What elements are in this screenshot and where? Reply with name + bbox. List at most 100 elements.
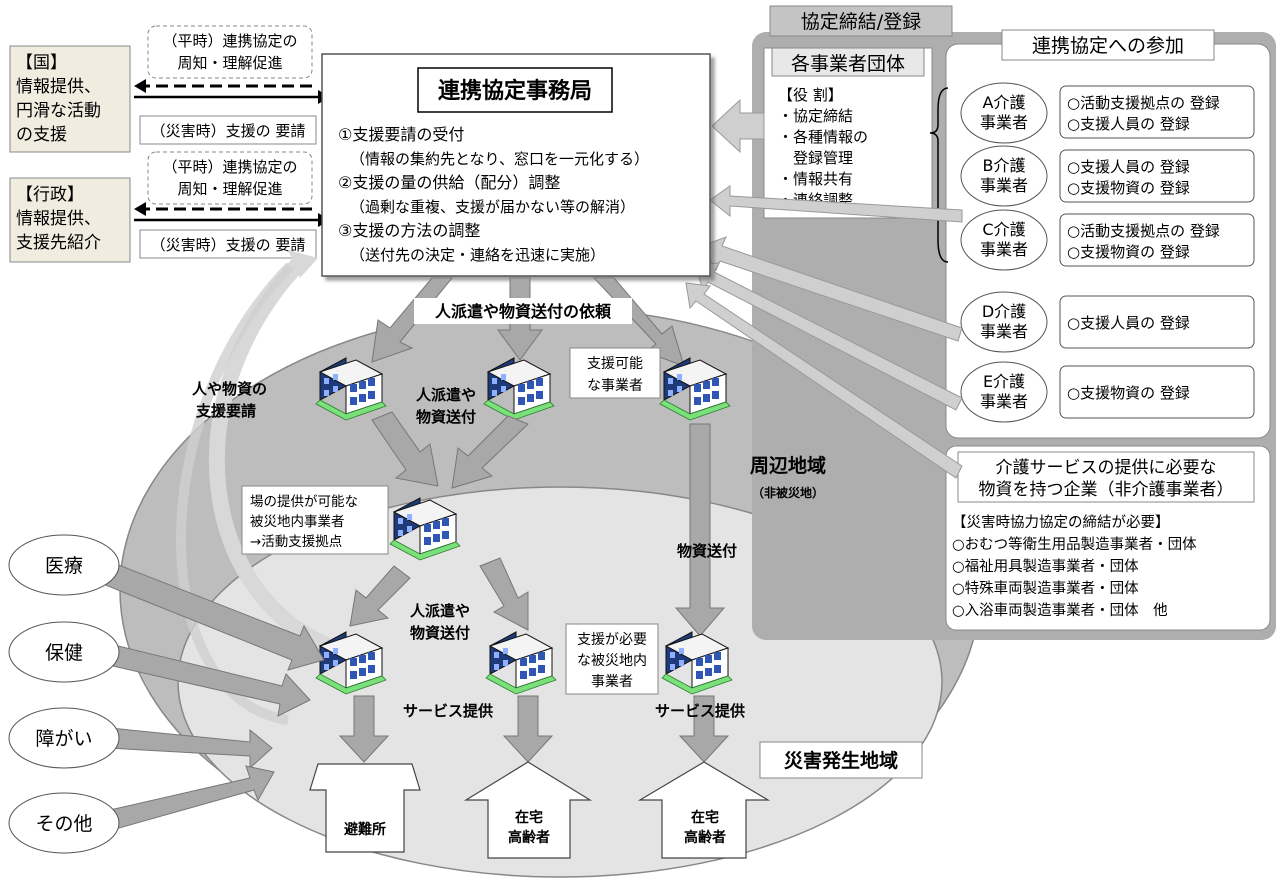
provider-d-regs-box <box>1059 295 1255 349</box>
government-normal-note: （平時）連携協定の <box>162 158 297 176</box>
provider-b-name: B介護 <box>983 156 1026 175</box>
base-note-box <box>241 485 389 555</box>
company-line: 【災害時協力協定の締結が必要】 <box>952 514 1170 531</box>
provider-c-name: C介護 <box>982 220 1025 239</box>
provider-e-regs-box <box>1059 365 1255 419</box>
role-line: ・情報共有 <box>778 170 853 188</box>
shelter-house <box>309 763 421 853</box>
government-normal-note: 周知・理解促進 <box>177 180 282 198</box>
provider-b-regs-box <box>1059 149 1255 203</box>
provider-c-reg: ○活動支援拠点の 登録 <box>1067 222 1220 240</box>
secretariat-item: （情報の集約先となり、窓口を一元化する） <box>350 150 649 168</box>
partner-label: 障がい <box>35 728 92 750</box>
agreement-tab <box>769 5 953 37</box>
provider-b-reg: ○支援物資の 登録 <box>1067 179 1190 197</box>
dispatch-request-label: 人派遣や物資送付の依頼 <box>435 302 612 321</box>
provider-c-reg: ○支援物資の 登録 <box>1067 243 1190 261</box>
support-request-arrow-left <box>176 262 294 725</box>
role-line: 登録管理 <box>778 149 853 167</box>
org-title: 各事業者団体 <box>791 53 905 75</box>
capable-note-box <box>569 347 661 399</box>
support-request-label: 人や物資の <box>192 380 267 398</box>
support-request-label: 支援要請 <box>195 402 256 420</box>
provider-e-name: 事業者 <box>980 392 1028 411</box>
national-line: 情報提供、 <box>16 77 101 97</box>
base-note: 場の提供が可能な <box>250 494 358 510</box>
participation-title-box <box>1001 29 1215 61</box>
company-line: ○入浴車両製造事業者・団体 他 <box>952 602 1168 619</box>
destination-label: 在宅 <box>691 809 719 826</box>
provider-a-reg: ○活動支援拠点の 登録 <box>1067 94 1220 112</box>
provider-a-ellipse <box>960 82 1048 144</box>
provider-e-ellipse <box>960 361 1048 423</box>
government-disaster-note: （災害時）支援の 要請 <box>151 236 306 254</box>
government-disaster-note-box <box>139 229 317 259</box>
partner-ellipse <box>8 621 120 683</box>
dispatch-upper-label: 物資送付 <box>416 408 476 426</box>
distribute-arrows <box>349 557 529 631</box>
provider-a-reg: ○支援人員の 登録 <box>1067 115 1190 133</box>
support-request-arrow <box>209 256 341 658</box>
dispatch-lower-label: 人派遣や <box>410 602 470 620</box>
provider-a-name: 事業者 <box>980 113 1028 132</box>
dispatch-request-label-bg <box>414 298 632 324</box>
need-note: な被災地内 <box>577 653 647 669</box>
provider-b-reg: ○支援人員の 登録 <box>1067 158 1190 176</box>
role-line: ・協定締結 <box>778 107 853 125</box>
government-heading: 【行政】 <box>16 185 84 205</box>
capable-note: 支援可能 <box>587 356 643 372</box>
provider-arrows <box>685 98 963 479</box>
secretariat-title-box <box>417 67 613 113</box>
supply-arrow <box>674 423 726 637</box>
role-line: ・各種情報の <box>778 128 868 146</box>
company-line: ○福祉用具製造事業者・団体 <box>952 558 1139 575</box>
destination-label: 高齢者 <box>684 829 726 846</box>
provider-c-ellipse <box>960 209 1048 271</box>
partner-label: 保健 <box>45 642 83 664</box>
companies-title-box <box>957 451 1255 503</box>
provider-brace <box>929 87 949 263</box>
companies-title: 介護サービスの提供に必要な <box>996 458 1217 478</box>
dispatch-lower-label: 物資送付 <box>410 624 470 642</box>
base-note: 被災地内事業者 <box>250 514 345 530</box>
surrounding-area-sublabel: （非被災地） <box>752 485 824 500</box>
national-normal-note-box <box>147 25 313 79</box>
national-disaster-note-box <box>139 115 317 145</box>
need-note: 支援が必要 <box>577 632 647 648</box>
provider-a-regs-box <box>1059 85 1255 139</box>
government-line: 情報提供、 <box>16 209 101 229</box>
secretariat-box <box>321 53 711 277</box>
org-title-box <box>771 47 925 77</box>
provider-d-reg: ○支援人員の 登録 <box>1067 314 1190 332</box>
destination-label: 避難所 <box>344 821 386 838</box>
national-normal-note: 周知・理解促進 <box>177 54 282 72</box>
service-label-left: サービス提供 <box>403 702 493 720</box>
agreement-tab-label: 協定締結/登録 <box>801 11 921 33</box>
companies-title: 物資を持つ企業（非介護事業者） <box>979 480 1234 500</box>
provider-e-name: E介護 <box>983 372 1025 391</box>
disaster-area-label: 災害発生地域 <box>784 749 898 772</box>
destination-label: 高齢者 <box>508 829 550 846</box>
need-note: 事業者 <box>591 674 633 690</box>
role-line: 【役 割】 <box>778 86 843 104</box>
partner-ellipse <box>8 534 120 596</box>
service-label-right: サービス提供 <box>655 702 745 720</box>
participation-title: 連携協定への参加 <box>1032 35 1184 57</box>
partner-arrows <box>97 559 325 831</box>
national-heading: 【国】 <box>16 53 67 73</box>
national-line: 円滑な活動 <box>16 101 101 121</box>
base-note: →活動支援拠点 <box>250 534 342 550</box>
need-note-box <box>565 623 659 695</box>
provider-b-name: 事業者 <box>980 176 1028 195</box>
provider-d-ellipse <box>960 291 1048 353</box>
national-disaster-note: （災害時）支援の 要請 <box>151 122 306 140</box>
provider-e-reg: ○支援物資の 登録 <box>1067 384 1190 402</box>
secretariat-item: （過剰な重複、支援が届かない等の解消） <box>350 198 635 216</box>
government-box <box>9 177 131 263</box>
provider-a-name: A介護 <box>983 93 1026 112</box>
secretariat-item: （送付先の決定・連絡を迅速に実施） <box>350 246 605 264</box>
capable-note: な事業者 <box>587 378 643 394</box>
converge-arrows <box>371 411 529 489</box>
secretariat-title: 連携協定事務局 <box>438 78 592 104</box>
